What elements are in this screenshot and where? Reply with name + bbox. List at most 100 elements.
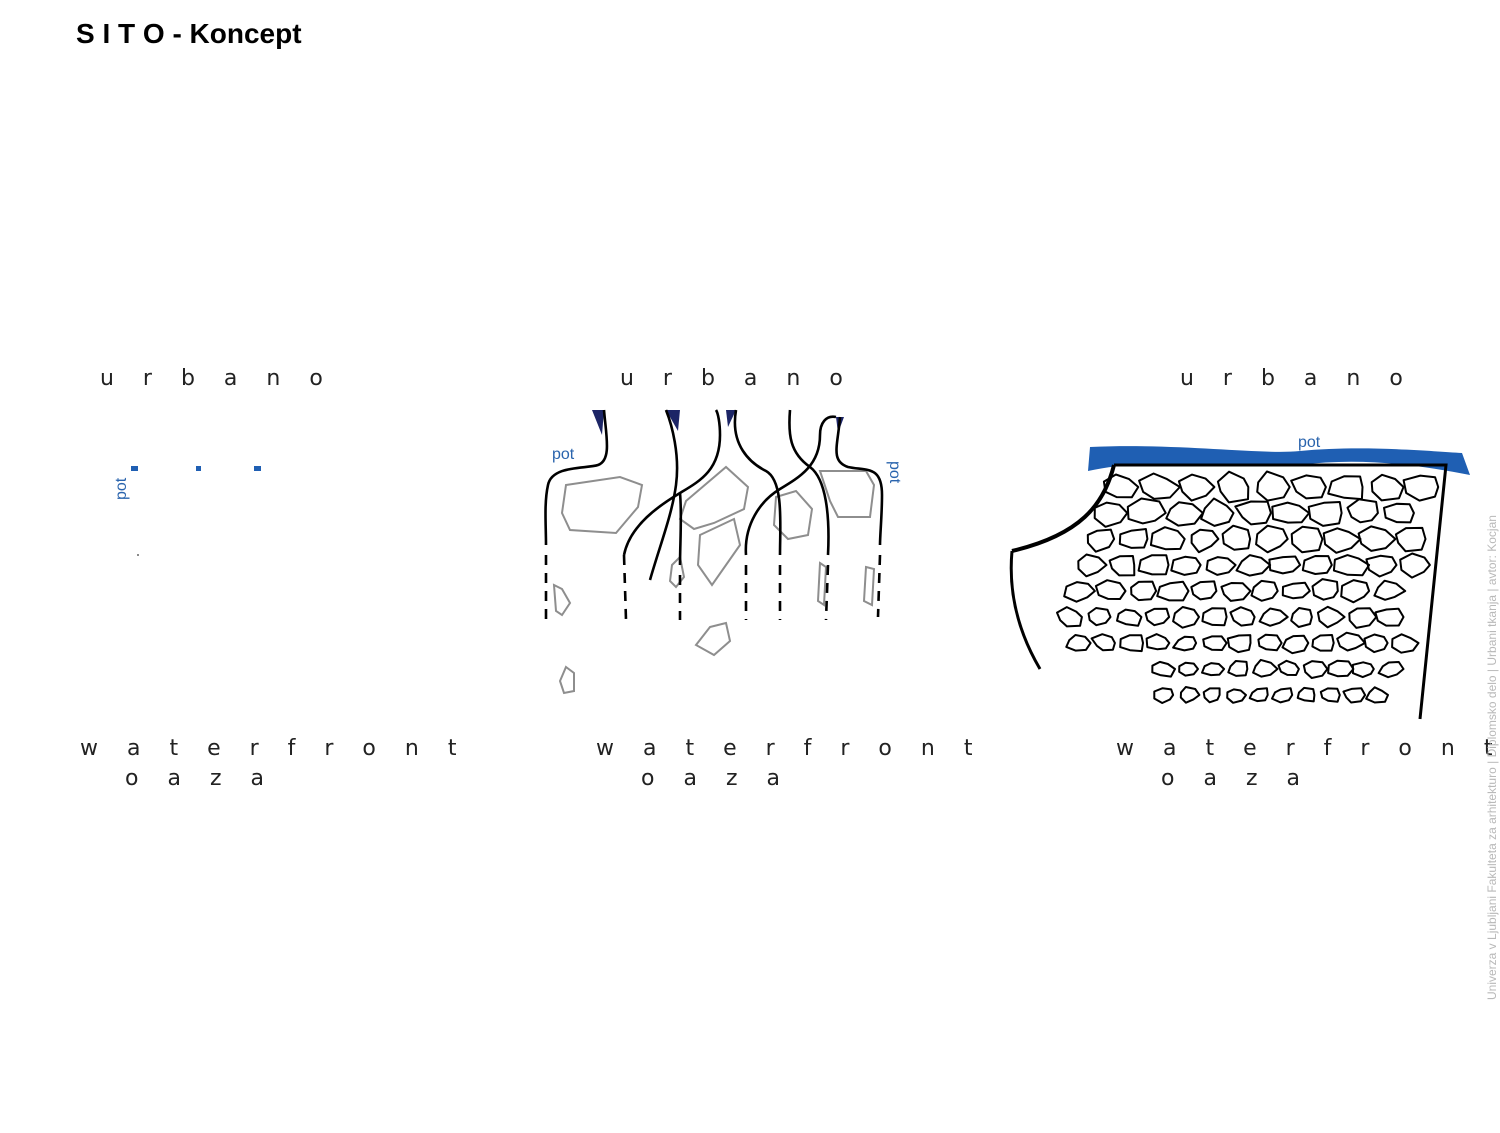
cell-outline [1363,633,1389,654]
cell-outline [1377,661,1405,679]
cell-outline [1365,554,1398,578]
cell-outline [1156,580,1190,602]
page-title: S I T O - Koncept [76,18,302,49]
block-outline [552,583,572,617]
cell-outline [1201,607,1228,627]
path-line [622,409,722,556]
cell-outline [1277,659,1300,676]
cell-outline [1179,686,1201,704]
cell-outline [1087,607,1112,627]
cell-outline [1126,497,1167,525]
outline-edge [1009,550,1042,670]
block-outline [560,475,644,535]
cell-outline [1296,686,1316,703]
cell-outline [1391,633,1420,654]
path-marker [131,466,138,471]
block-outline [862,565,876,607]
cell-outline [1220,582,1252,602]
cell-outline [1227,660,1249,677]
cell-outline [1145,633,1171,651]
panel-2-top-label: u r b a n o [620,366,854,391]
panel-3-bottom-label-1: w a t e r f r o n t [1116,736,1500,761]
block-outline [816,561,828,607]
cell-outline [1319,687,1341,703]
cell-outline [1200,497,1235,527]
cell-outline [1327,659,1355,678]
cell-outline [1301,555,1333,575]
block-outline [694,621,732,657]
cell-outline [1340,579,1371,604]
cell-outline [1311,578,1339,601]
cell-outline [1226,634,1252,654]
cell-outline [1258,607,1289,627]
cell-outline [1172,635,1198,652]
block-outline [696,517,742,587]
cell-outline [1229,606,1256,627]
path-marker [254,466,261,471]
cell-outline [1383,502,1415,524]
navy-tip [726,410,736,427]
cell-outline [1235,554,1272,577]
cell-outline [1316,605,1346,629]
cell-outline [1234,500,1272,526]
panel-3-path-label: pot [1298,434,1321,451]
cell-outline [1056,606,1083,628]
cell-outline [1351,661,1375,679]
side-credit-text: Univerza v Ljubljani Fakulteta za arhite… [1485,515,1499,1000]
path-line-dashed [622,554,628,621]
path-line-dashed [876,554,882,618]
panel-1-bottom-label-1: w a t e r f r o n t [80,736,468,761]
path-line [788,409,830,556]
cell-outline [1226,688,1247,704]
panel-1-path-label: pot [113,477,130,500]
cell-outline [1216,470,1250,504]
path-line [835,416,884,546]
panel-2-diagram: pot pot [544,409,903,695]
cell-outline [1205,556,1237,576]
cell-outline [1151,660,1176,678]
panel-3-bottom-label-2: o a z a [1161,766,1311,791]
cell-outline [1290,474,1327,500]
cell-outline [1332,554,1371,577]
cell-outline [1281,581,1311,600]
panel-2-path-label-right: pot [886,461,903,484]
cell-outline [1370,473,1405,502]
cell-outline [1302,660,1329,679]
outline-edge [1114,463,1448,720]
navy-tip [592,410,604,435]
panel-1-top-label: u r b a n o [100,366,334,391]
cell-outline [1165,501,1204,527]
path-line [544,409,609,546]
path-line [733,409,782,556]
cell-outline [1399,552,1431,579]
panel-3-diagram: pot [1009,434,1470,720]
cell-outline [1177,473,1216,502]
cell-outline [1255,524,1289,554]
cell-outline [1365,686,1389,704]
path-line-dashed [824,564,830,621]
cell-outline [1357,525,1397,552]
cell-outline [1336,631,1366,652]
urban-edge-band [1088,446,1470,475]
cell-outline [1063,581,1096,603]
cell-outline [1342,687,1367,704]
cell-group [1056,470,1440,704]
cell-outline [1119,634,1144,653]
cell-outline [1130,580,1158,602]
cell-outline [1118,528,1149,549]
cell-outline [1252,658,1279,678]
cell-outline [1271,501,1311,524]
panel-1-bottom-label-2: o a z a [125,766,275,791]
cell-outline [1348,607,1378,629]
cell-outline [1102,473,1140,499]
block-outline [668,554,686,589]
path-marker [196,466,201,471]
cell-outline [1402,474,1440,502]
cell-outline [1221,524,1252,551]
block-outline [558,665,575,695]
cell-outline [1090,633,1116,652]
cell-outline [1149,526,1186,551]
cell-outline [1202,687,1221,704]
cell-outline [1065,634,1092,652]
cell-outline [1322,527,1362,554]
